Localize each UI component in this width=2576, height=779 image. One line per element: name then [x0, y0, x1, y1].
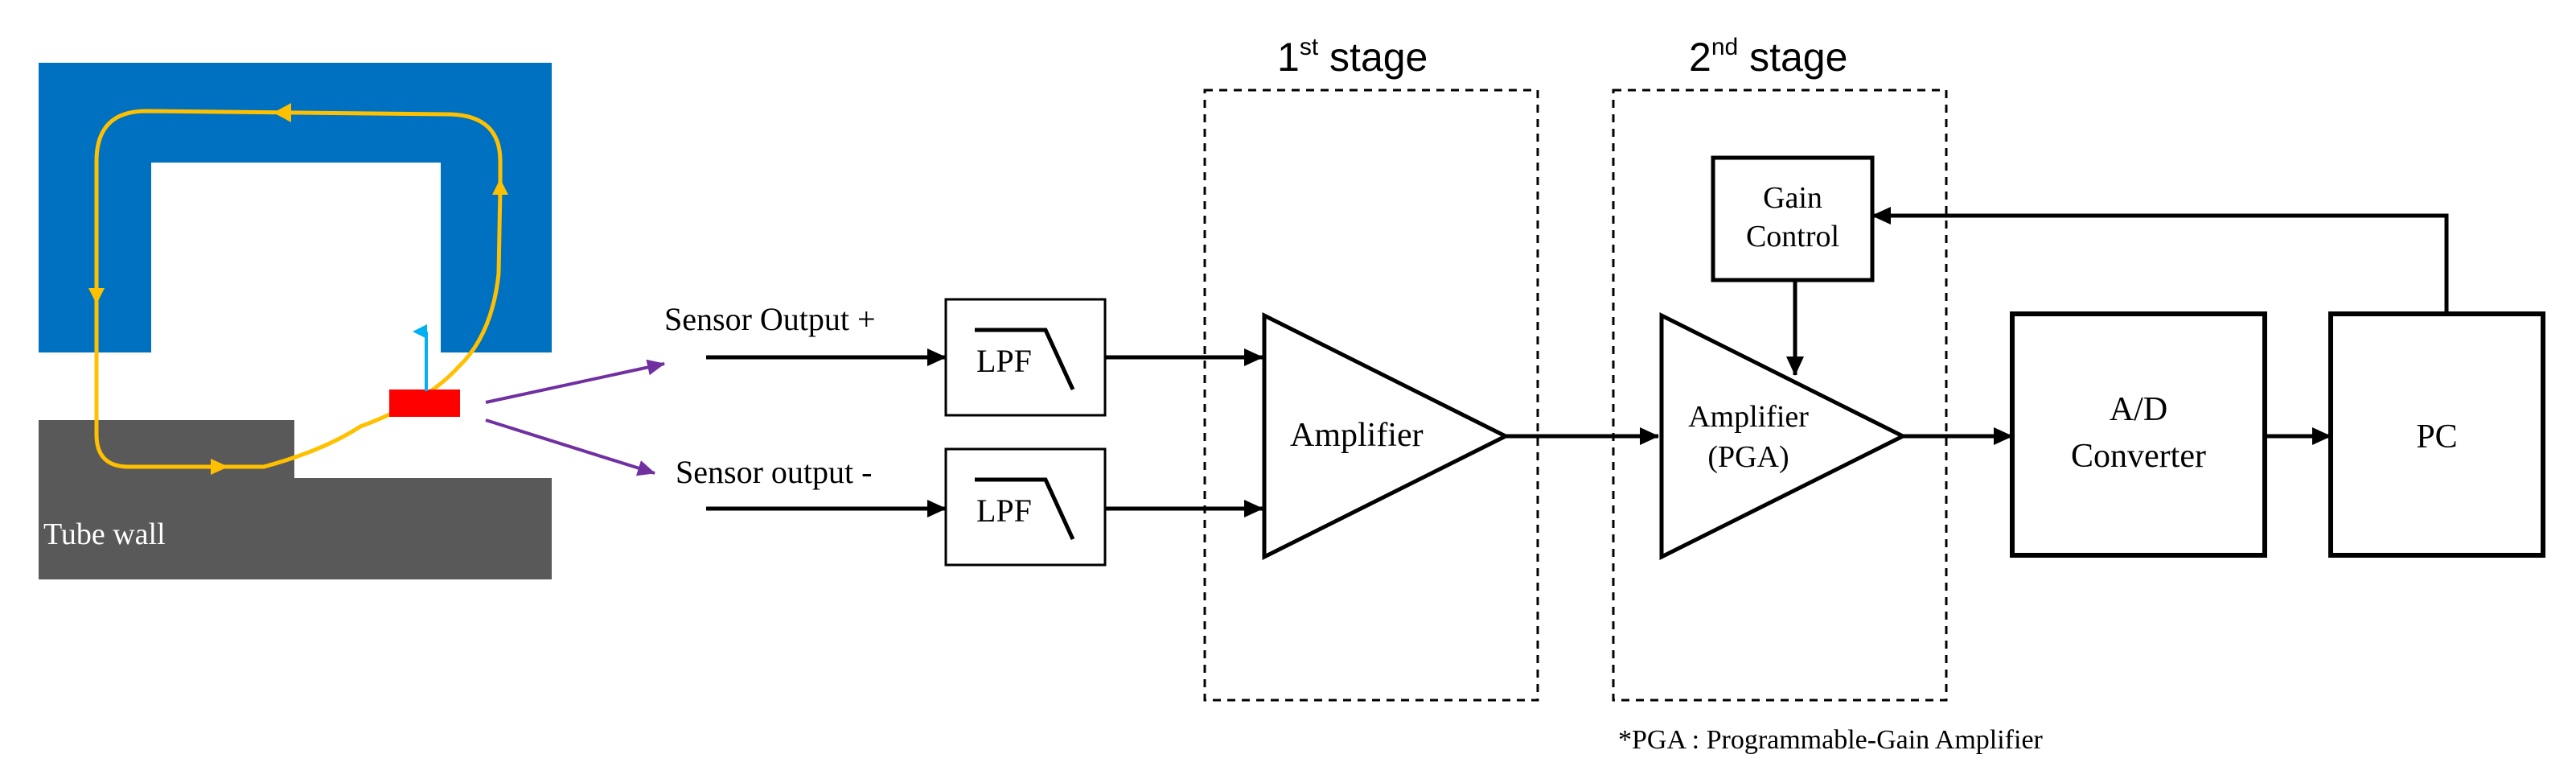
pc-label: PC [2416, 418, 2457, 455]
flux-arrow-right-icon [492, 179, 508, 195]
pga-footnote: *PGA : Programmable-Gain Amplifier [1618, 725, 2044, 755]
lpf-bottom-block: LPF [944, 447, 1107, 567]
stage2-title: 2nd stage [1689, 34, 1847, 80]
lpf-top-block: LPF [944, 298, 1107, 417]
amplifier-stage1-label: Amplifier [1290, 417, 1424, 454]
gain-control-label-line2: Control [1746, 220, 1839, 253]
lowpass-response-icon [975, 328, 1075, 391]
pc-block: PC [2328, 311, 2545, 558]
ad-converter-label-line2: Converter [2071, 438, 2206, 475]
amplifier-pga-label-line1: Amplifier [1688, 400, 1809, 434]
gain-control-label-line1: Gain [1763, 181, 1822, 215]
tube-wall-label: Tube wall [43, 517, 166, 551]
stage2-dashed-box [1612, 89, 1948, 702]
gain-control-block: Gain Control [1711, 155, 1875, 282]
flux-arrow-top-icon [273, 103, 291, 122]
sensor-output-plus-label: Sensor Output + [664, 301, 876, 337]
amplifier-pga [1659, 311, 1908, 561]
ad-converter-block: A/D Converter [2010, 311, 2267, 558]
flux-arrow-left-icon [88, 288, 105, 304]
sensor-chip [389, 390, 460, 417]
sensor-output-minus-label: Sensor output - [676, 454, 872, 490]
stage1-title: 1st stage [1277, 34, 1428, 80]
amplifier-pga-label-line2: (PGA) [1707, 440, 1789, 474]
amplifier-stage1 [1262, 311, 1510, 561]
flux-arrow-bottom-icon [211, 459, 228, 475]
flux-path [94, 109, 503, 469]
pointer-arrow-minus-icon [485, 418, 655, 476]
lowpass-response-icon [975, 477, 1075, 541]
pointer-arrow-plus-icon [485, 359, 665, 404]
lpf-top-label: LPF [976, 343, 1032, 379]
tube-wall-block [39, 420, 552, 579]
ad-converter-label-line1: A/D [2110, 391, 2167, 428]
magnet-yoke [39, 63, 552, 352]
lpf-bottom-label: LPF [976, 493, 1032, 529]
stage1-dashed-box [1203, 89, 1539, 702]
magnet-sensor-illustration: Tube wall [39, 63, 665, 579]
pc-feedback-wire [1871, 207, 2449, 314]
